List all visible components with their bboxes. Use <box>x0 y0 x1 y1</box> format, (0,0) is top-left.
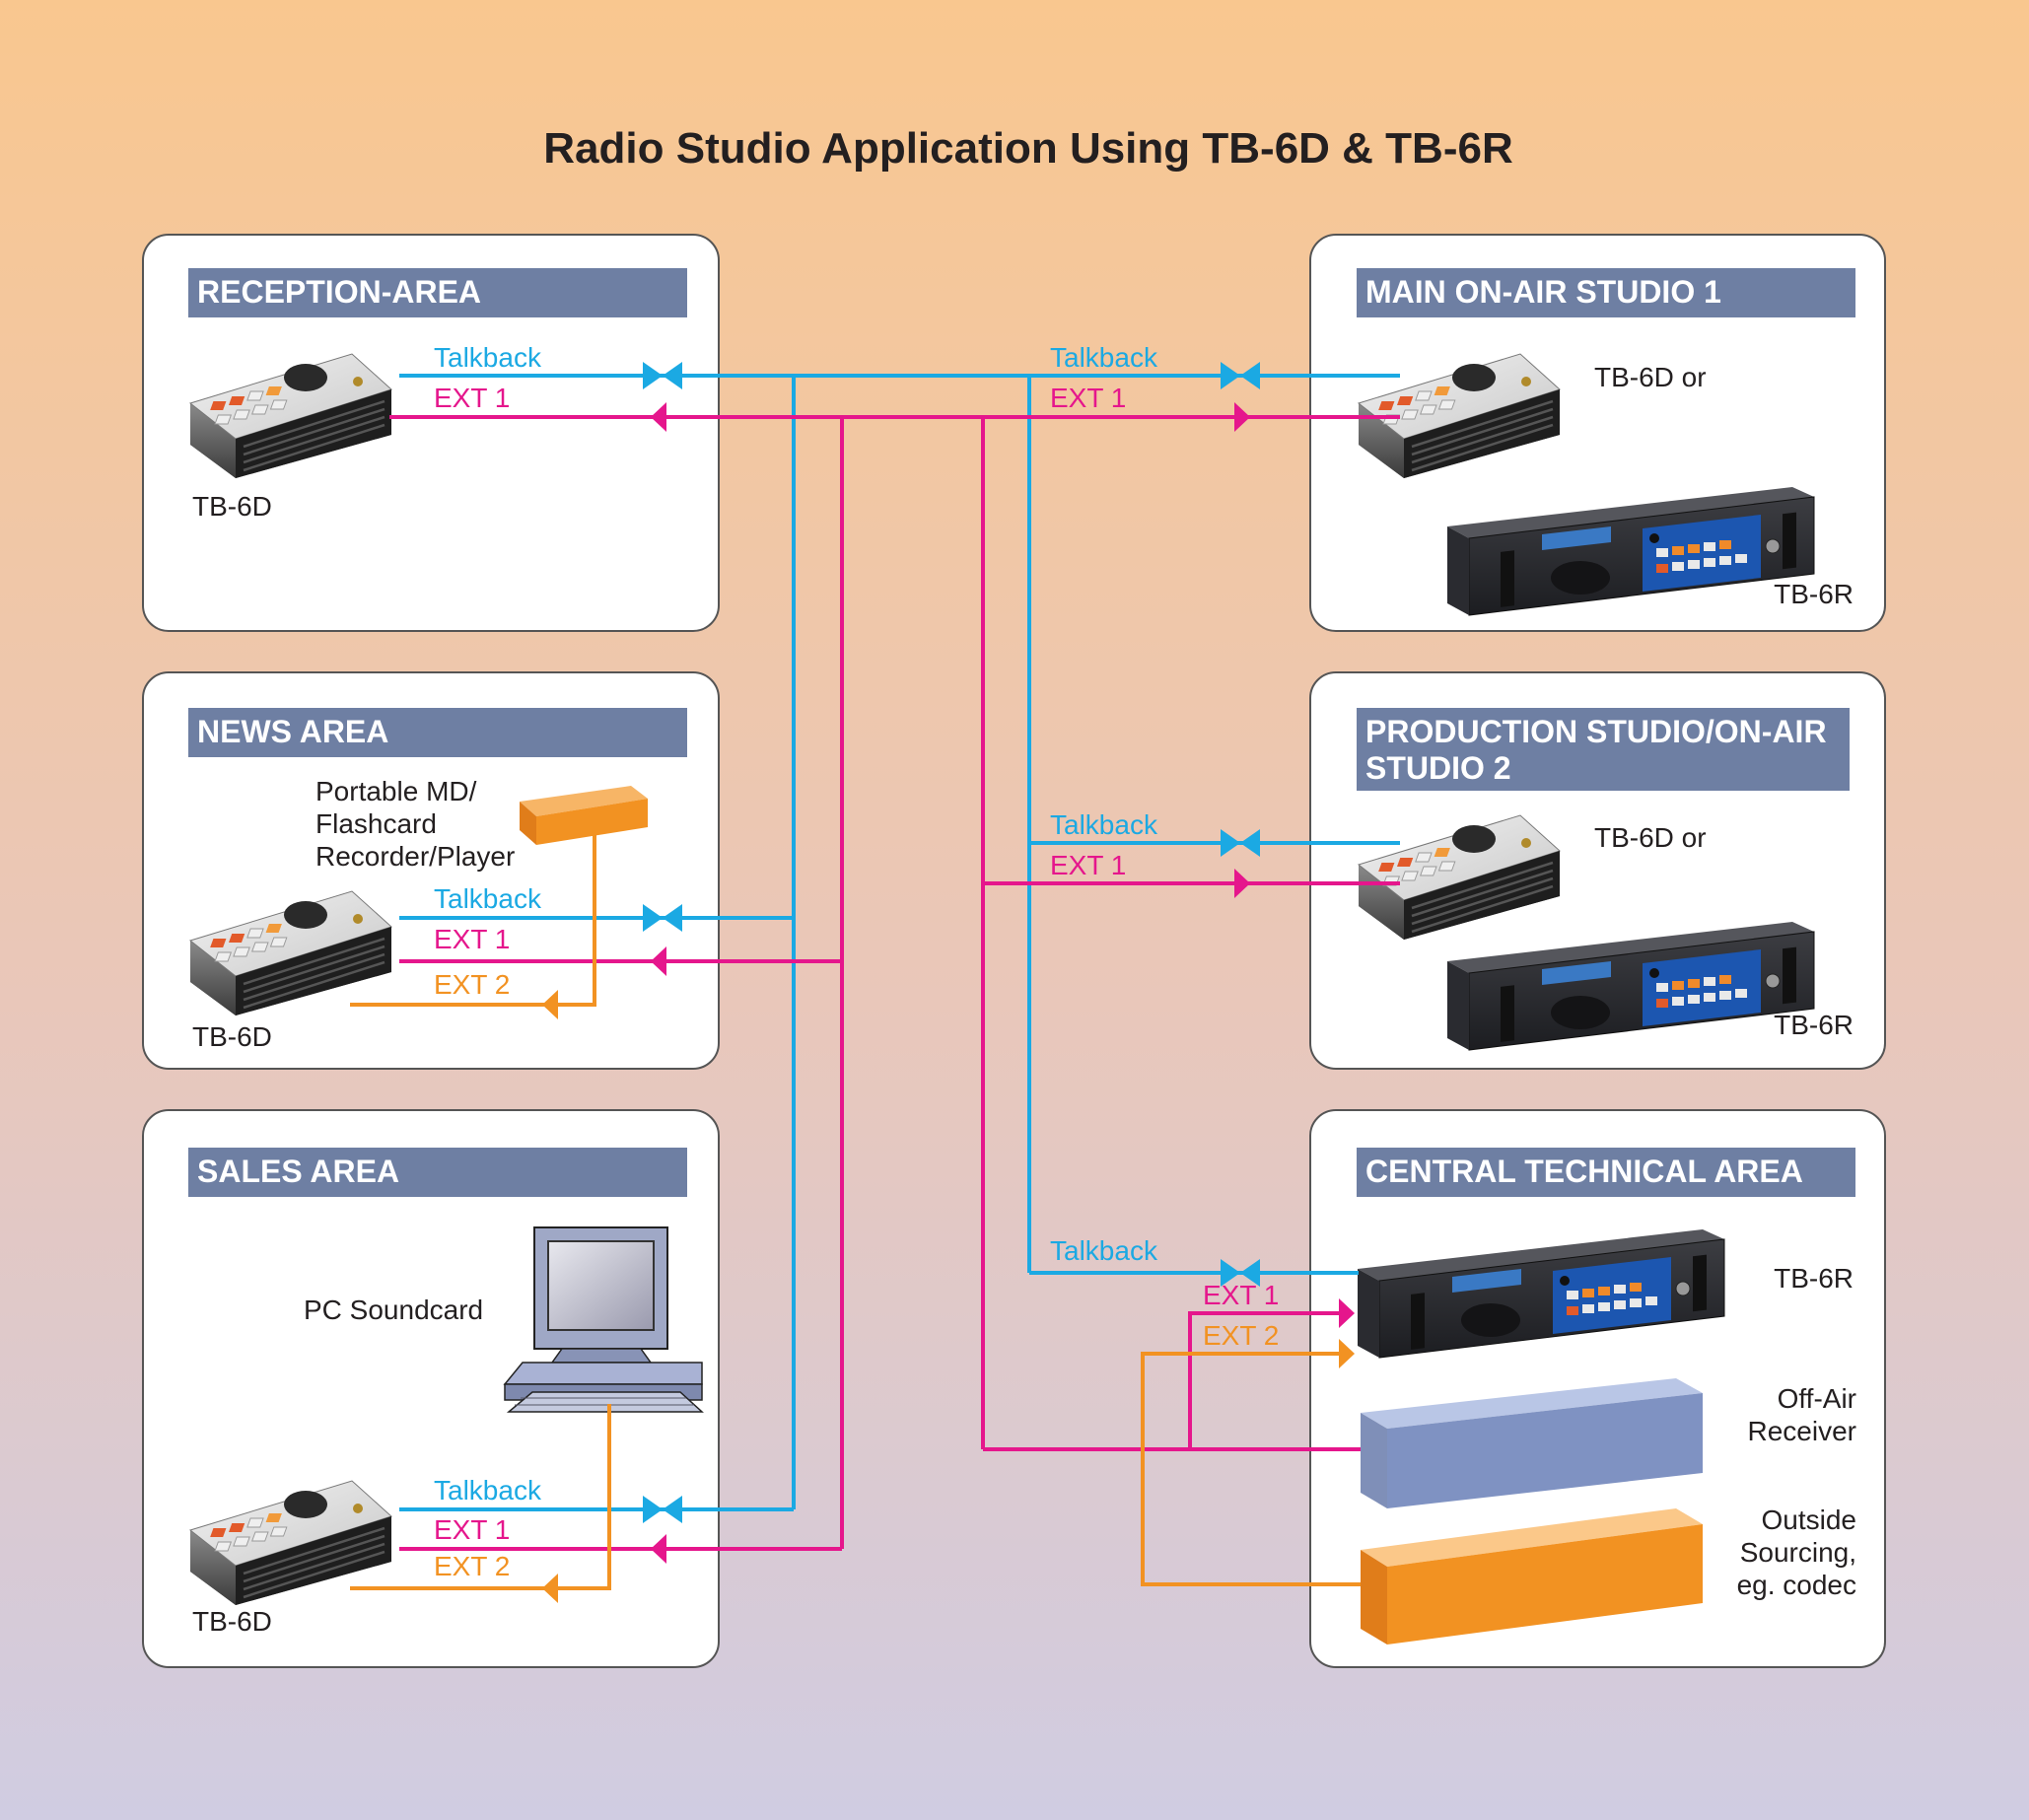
talkback-connector-sales <box>643 1496 682 1523</box>
panel-cta: CENTRAL TECHNICAL AREA TB-6R Off-Air Rec… <box>1309 1109 1886 1668</box>
panel-sales: SALES AREA PC Soundcard TB-6D <box>142 1109 720 1668</box>
panel-title-production-line-1: PRODUCTION STUDIO/ON-AIR <box>1365 714 1827 749</box>
ext2-arrow-news <box>542 990 558 1019</box>
codec-label-line-3: eg. codec <box>1737 1570 1856 1600</box>
device-label-reception: TB-6D <box>192 491 272 522</box>
portable-recorder <box>520 786 648 845</box>
recorder-label-line-2: Flashcard <box>315 808 437 839</box>
desk-label-production: TB-6D or <box>1594 822 1707 853</box>
panel-header-sales <box>188 1148 687 1197</box>
panel-header-reception <box>188 268 687 317</box>
codec-label-line-2: Sourcing, <box>1740 1537 1856 1568</box>
talkback-connector-reception <box>643 362 682 389</box>
panel-title-production-line-2: STUDIO 2 <box>1365 750 1511 786</box>
label-ext1-production: EXT 1 <box>1050 850 1126 880</box>
pc-computer <box>503 1226 704 1413</box>
ext2-wiring <box>350 828 1361 1590</box>
desk-label-main-studio: TB-6D or <box>1594 362 1707 392</box>
label-ext2-sales: EXT 2 <box>434 1551 510 1581</box>
codec-label-line-1: Outside <box>1762 1505 1857 1535</box>
recorder-label-line-1: Portable MD/ <box>315 776 477 806</box>
panel-header-main-studio <box>1357 268 1855 317</box>
ext2-arrows <box>542 990 1355 1603</box>
ext2-arrow-cta <box>1339 1339 1355 1368</box>
label-talkback-sales: Talkback <box>434 1475 542 1505</box>
panel-title-main-studio: MAIN ON-AIR STUDIO 1 <box>1365 274 1721 310</box>
talkback-connectors <box>643 362 1260 1523</box>
label-ext1-main-studio: EXT 1 <box>1050 383 1126 413</box>
device-label-sales: TB-6D <box>192 1606 272 1637</box>
ext2-arrow-sales <box>542 1574 558 1603</box>
panel-header-cta <box>1357 1148 1855 1197</box>
label-ext1-news: EXT 1 <box>434 924 510 954</box>
rack-label-production: TB-6R <box>1774 1010 1854 1040</box>
ext1-arrow-production <box>1234 869 1250 898</box>
ext1-arrow-news <box>651 946 666 976</box>
outside-codec <box>1361 1508 1703 1645</box>
ext1-arrow-reception <box>651 402 666 432</box>
off-air-receiver <box>1361 1378 1703 1508</box>
panel-title-reception: RECEPTION-AREA <box>197 274 481 310</box>
label-ext2-cta: EXT 2 <box>1203 1320 1279 1351</box>
ext1-arrow-sales <box>651 1534 666 1564</box>
ext1-wiring <box>389 415 1400 1551</box>
ext1-arrows <box>651 402 1355 1564</box>
device-label-news: TB-6D <box>192 1021 272 1052</box>
label-talkback-news: Talkback <box>434 883 542 914</box>
label-talkback-production: Talkback <box>1050 809 1158 840</box>
panel-header-news <box>188 708 687 757</box>
label-ext1-cta: EXT 1 <box>1203 1280 1279 1310</box>
recorder-label-line-3: Recorder/Player <box>315 841 515 872</box>
panel-reception: RECEPTION-AREA TB-6D <box>142 234 720 632</box>
panel-news: NEWS AREA Portable MD/ Flashcard Recorde… <box>142 671 720 1070</box>
talkback-connector-news <box>643 904 682 932</box>
page-title: Radio Studio Application Using TB-6D & T… <box>543 124 1512 173</box>
talkback-connector-main-studio <box>1221 362 1260 389</box>
receiver-label-line-2: Receiver <box>1748 1416 1856 1446</box>
label-talkback-cta: Talkback <box>1050 1235 1158 1266</box>
rack-label-main-studio: TB-6R <box>1774 579 1854 609</box>
panel-title-cta: CENTRAL TECHNICAL AREA <box>1365 1154 1803 1189</box>
talkback-connector-production <box>1221 829 1260 857</box>
rack-label-cta: TB-6R <box>1774 1263 1854 1294</box>
label-ext1-reception: EXT 1 <box>434 383 510 413</box>
ext1-arrow-cta <box>1339 1298 1355 1328</box>
panel-header-production <box>1357 708 1850 791</box>
pc-label: PC Soundcard <box>304 1295 483 1325</box>
label-ext2-news: EXT 2 <box>434 969 510 1000</box>
label-ext1-sales: EXT 1 <box>434 1514 510 1545</box>
receiver-label-line-1: Off-Air <box>1778 1383 1856 1414</box>
label-talkback-main-studio: Talkback <box>1050 342 1158 373</box>
talkback-connector-cta <box>1221 1259 1260 1287</box>
panel-title-sales: SALES AREA <box>197 1154 399 1189</box>
panel-production: PRODUCTION STUDIO/ON-AIR STUDIO 2 TB-6D … <box>1309 671 1886 1070</box>
panel-title-news: NEWS AREA <box>197 714 388 749</box>
ext1-arrow-main-studio <box>1234 402 1250 432</box>
panel-main-studio: MAIN ON-AIR STUDIO 1 TB-6D or TB-6R <box>1309 234 1886 632</box>
label-talkback-reception: Talkback <box>434 342 542 373</box>
